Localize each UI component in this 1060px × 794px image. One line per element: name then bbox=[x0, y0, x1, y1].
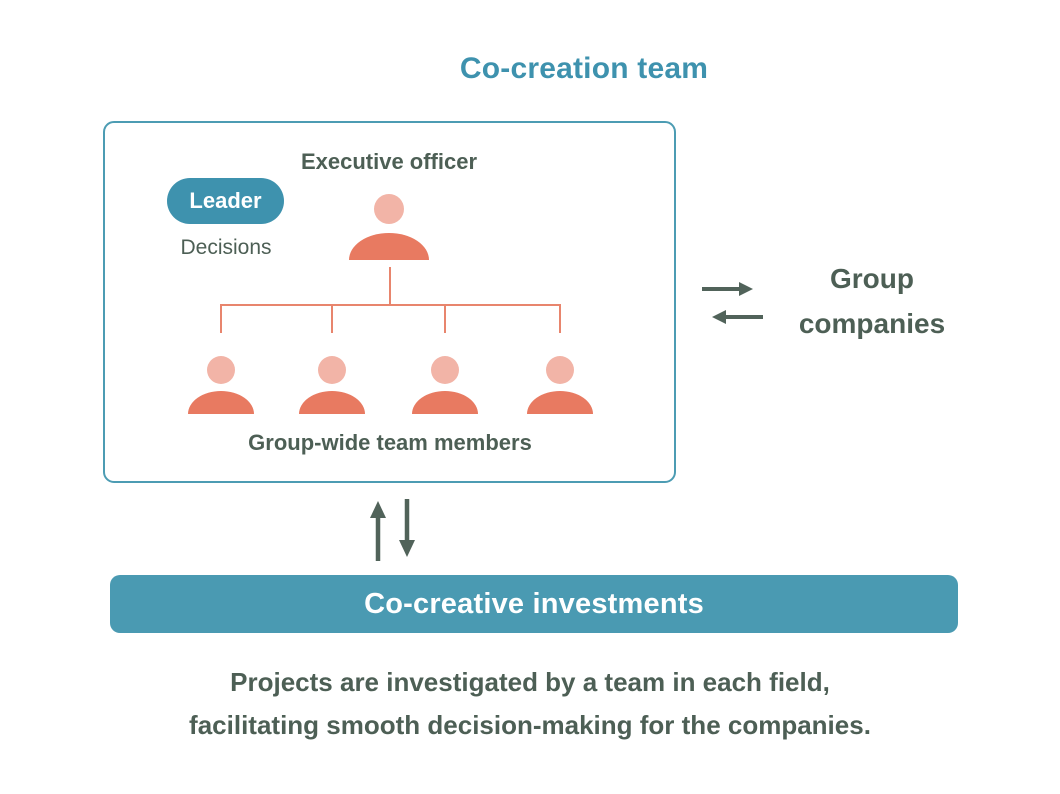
up-arrow-icon bbox=[370, 501, 386, 561]
leader-badge: Leader bbox=[167, 178, 284, 224]
connector-horizontal bbox=[220, 304, 561, 306]
person-body bbox=[188, 391, 254, 414]
exchange-arrows-icon bbox=[702, 282, 763, 324]
person-body bbox=[527, 391, 593, 414]
connector-drop bbox=[559, 304, 561, 333]
description-line1: Projects are investigated by a team in e… bbox=[230, 667, 830, 697]
down-arrow-icon bbox=[399, 499, 415, 557]
connector-drop bbox=[444, 304, 446, 333]
leader-badge-label: Leader bbox=[189, 188, 262, 213]
co-creation-team-box: Executive officer Leader Decisions Group… bbox=[103, 121, 676, 483]
description-line2: facilitating smooth decision-making for … bbox=[189, 710, 871, 740]
person-head bbox=[546, 356, 574, 384]
group-companies-label: Group companies bbox=[762, 256, 982, 346]
left-arrow-icon bbox=[712, 310, 763, 324]
group-wide-team-members-label: Group-wide team members bbox=[248, 430, 532, 455]
person-head bbox=[374, 194, 404, 224]
person-head bbox=[207, 356, 235, 384]
person-body bbox=[299, 391, 365, 414]
person-body bbox=[412, 391, 478, 414]
co-creative-investments-banner: Co-creative investments bbox=[110, 575, 958, 633]
person-head bbox=[431, 356, 459, 384]
group-companies-line1: Group bbox=[830, 263, 914, 294]
investment-arrows-icon bbox=[370, 499, 415, 561]
right-arrow-icon bbox=[702, 282, 753, 296]
person-head bbox=[318, 356, 346, 384]
executive-officer-label: Executive officer bbox=[300, 149, 478, 174]
group-companies-line2: companies bbox=[798, 308, 946, 339]
banner-label: Co-creative investments bbox=[364, 587, 704, 620]
page-title: Co-creation team bbox=[459, 52, 709, 85]
connector-vertical-executive bbox=[389, 267, 391, 305]
person-body bbox=[349, 233, 429, 260]
description-text: Projects are investigated by a team in e… bbox=[0, 661, 1060, 747]
connector-drop bbox=[220, 304, 222, 333]
connector-drop bbox=[331, 304, 333, 333]
decisions-label: Decisions bbox=[180, 236, 272, 259]
